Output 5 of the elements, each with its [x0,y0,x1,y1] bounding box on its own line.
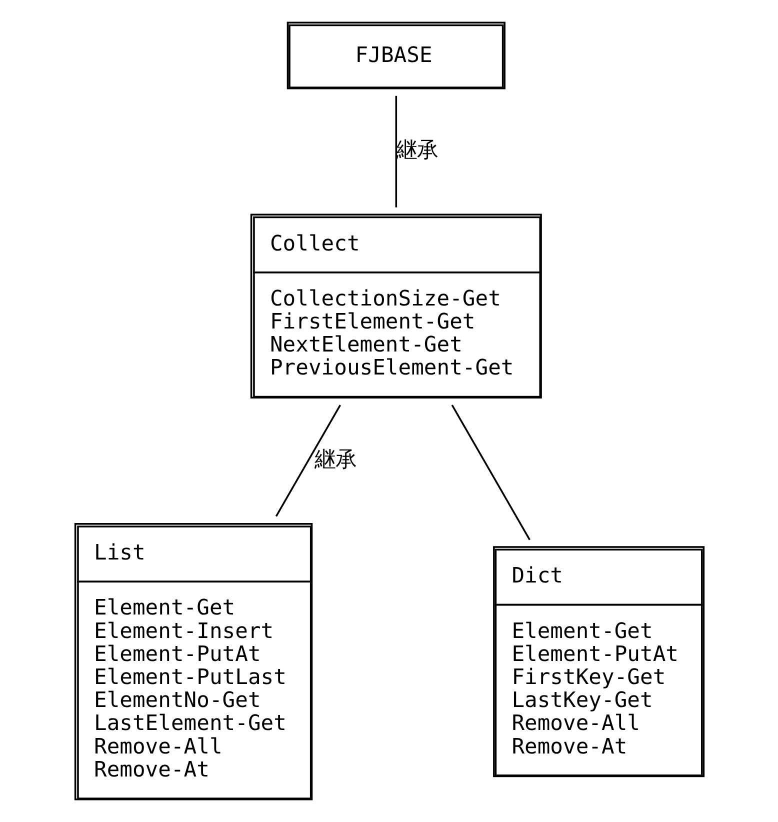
connector [274,404,341,517]
edge-label: 継承 [396,138,438,163]
edge-label: 継承 [314,447,356,472]
connector [450,404,530,540]
connector [394,96,397,208]
